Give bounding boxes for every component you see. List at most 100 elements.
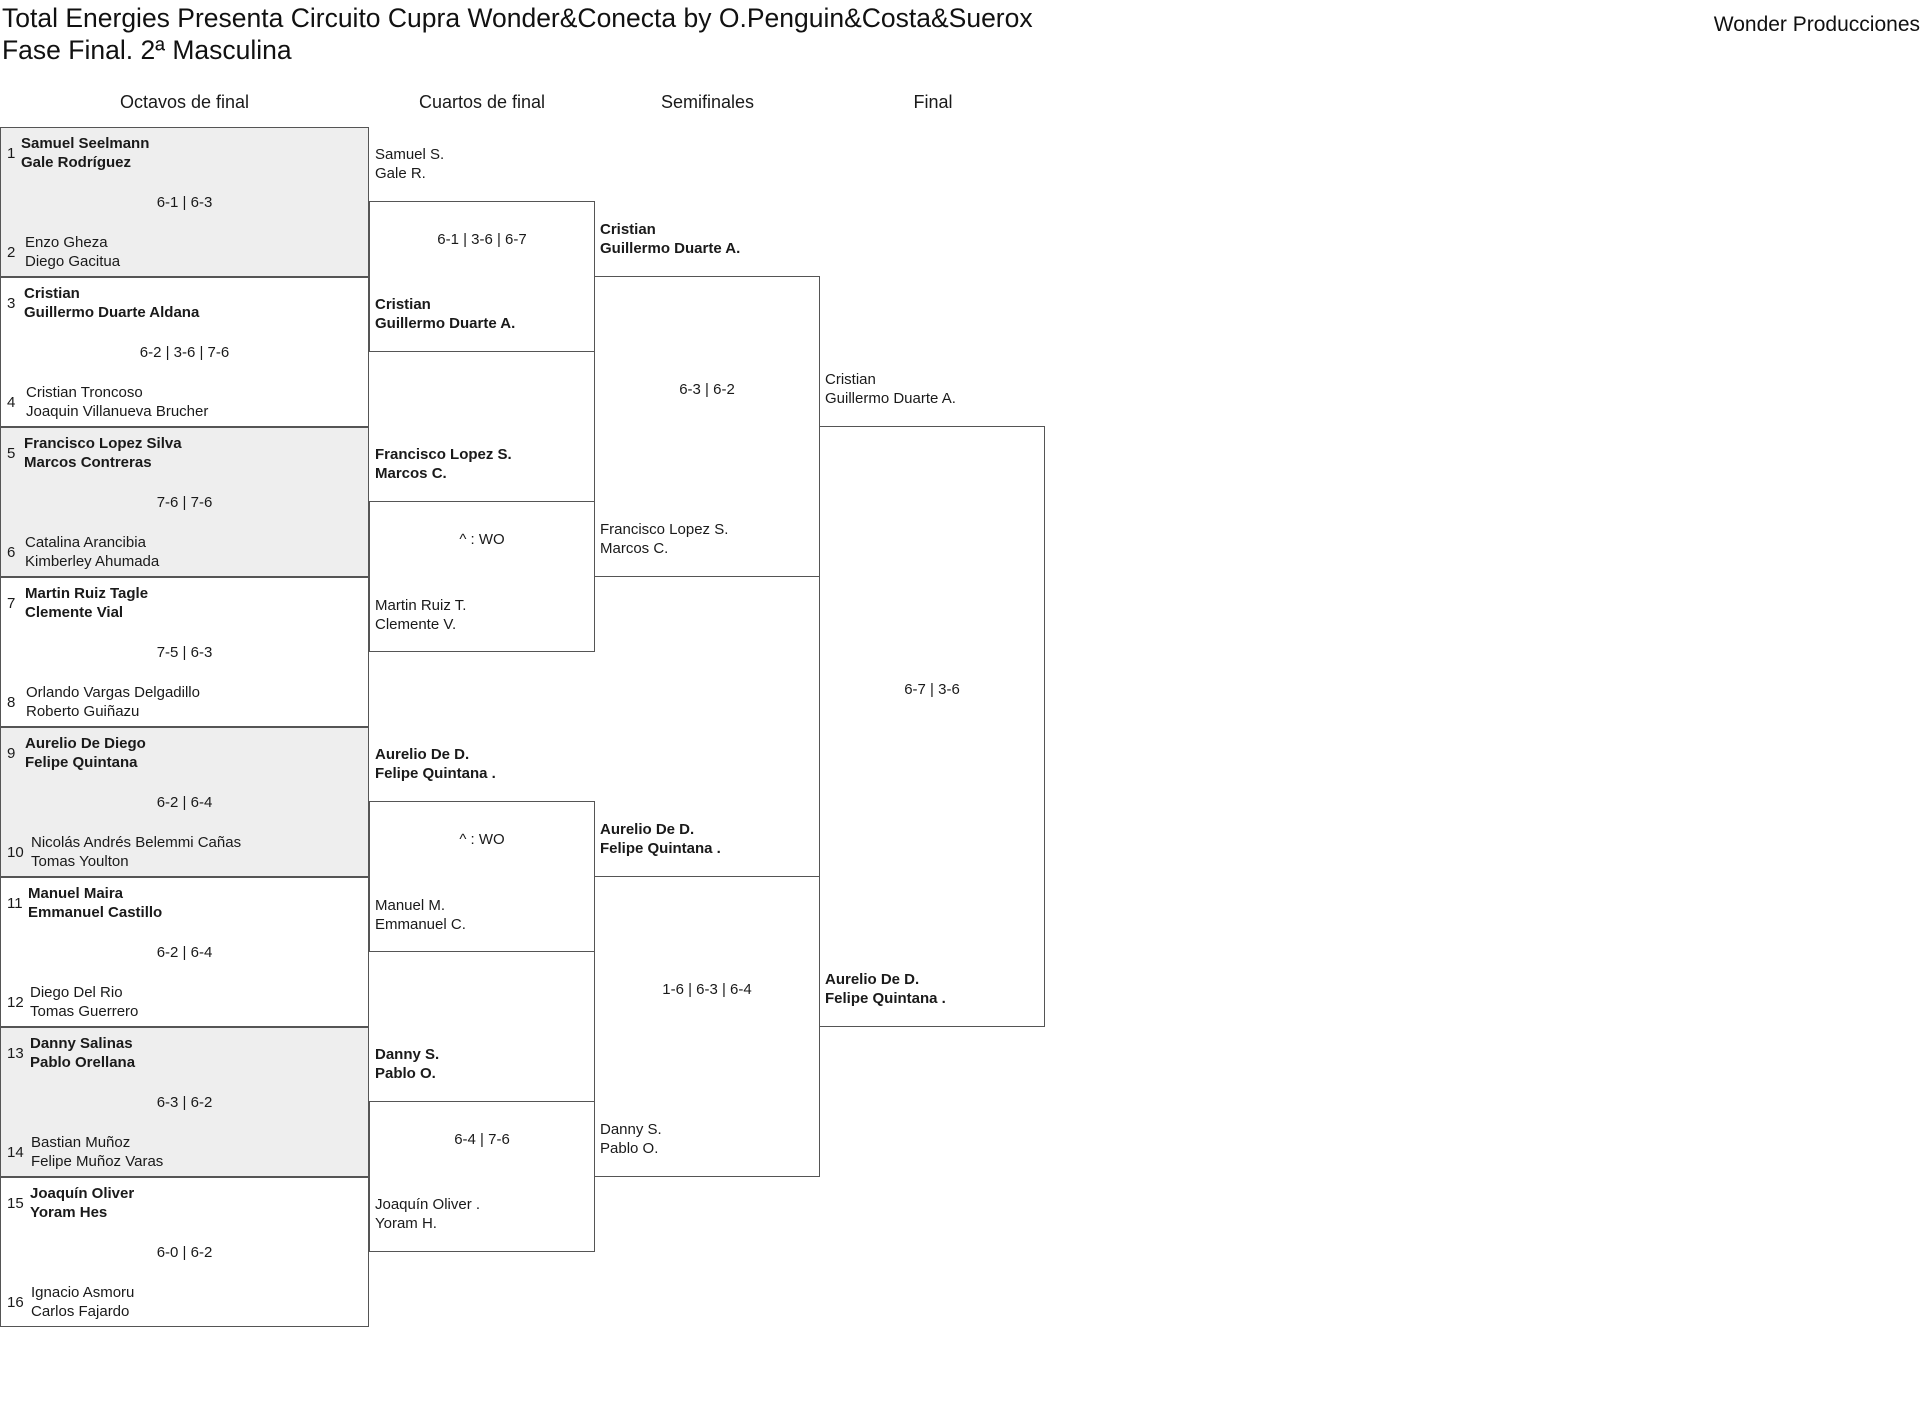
pair-loser: Catalina Arancibia Kimberley Ahumada [25,533,159,571]
r16-match: 5 Francisco Lopez Silva Marcos Contreras… [0,427,369,577]
player-name: Danny S. [600,1121,662,1138]
player-name: Marcos Contreras [24,454,152,471]
player-name: Catalina Arancibia [25,534,146,551]
qf-pair-winner: Danny S. Pablo O. [375,1045,439,1083]
player-name: Felipe Quintana . [600,840,721,857]
pair-loser: Cristian Troncoso Joaquin Villanueva Bru… [26,383,208,421]
final-match-box: 6-7 | 3-6 [819,426,1045,1027]
organizer-name: Wonder Producciones [1713,13,1920,36]
tournament-title: Total Energies Presenta Circuito Cupra W… [2,3,1033,33]
player-name: Pablo O. [600,1140,659,1157]
seed-number: 11 [7,895,23,912]
pair-winner: Francisco Lopez Silva Marcos Contreras [24,434,182,472]
player-name: Danny Salinas [30,1035,133,1052]
player-name: Orlando Vargas Delgadillo [26,684,200,701]
player-name: Marcos C. [375,465,447,482]
match-score: 7-6 | 7-6 [156,494,213,511]
player-name: Manuel Maira [28,885,124,902]
player-name: Ignacio Asmoru [31,1284,135,1301]
qf-pair-loser: Manuel M. Emmanuel C. [375,896,466,934]
player-name: Felipe Quintana [25,754,138,771]
player-name: Emmanuel C. [375,916,466,933]
match-score: 6-3 | 6-2 [156,1094,213,1111]
player-name: Marcos C. [600,540,669,557]
draw-subtitle: Fase Final. 2ª Masculina [2,35,292,65]
match-score: 6-3 | 6-2 [679,381,735,398]
seed-number: 1 [7,145,16,162]
player-name: Kimberley Ahumada [25,553,160,570]
seed-number: 16 [7,1294,24,1311]
match-score: 6-7 | 3-6 [904,681,960,698]
player-name: Yoram Hes [30,1204,108,1221]
player-name: Aurelio De D. [600,821,695,838]
match-score: 6-2 | 6-4 [156,794,213,811]
r16-match: 3 Cristian Guillermo Duarte Aldana 6-2 |… [0,277,369,427]
seed-number: 7 [7,595,16,612]
pair-winner: Danny Salinas Pablo Orellana [30,1034,135,1072]
round-heading-final: Final [913,92,953,112]
seed-number: 4 [7,394,16,411]
seed-number: 14 [7,1144,24,1161]
player-name: Clemente Vial [25,604,124,621]
player-name: Aurelio De D. [825,971,920,988]
seed-number: 15 [7,1195,24,1212]
player-name: Gale R. [375,165,426,182]
player-name: Gale Rodríguez [21,154,132,171]
pair-winner: Samuel Seelmann Gale Rodríguez [21,134,149,172]
player-name: Emmanuel Castillo [28,904,163,921]
sf-pair-loser: Francisco Lopez S. Marcos C. [600,520,728,558]
r16-match: 11 Manuel Maira Emmanuel Castillo 6-2 | … [0,877,369,1027]
player-name: Guillermo Duarte A. [375,315,516,332]
round-heading-octavos: Octavos de final [119,92,250,112]
player-name: Diego Gacitua [25,253,121,270]
r16-match: 1 Samuel Seelmann Gale Rodríguez 6-1 | 6… [0,127,369,277]
pair-winner: Cristian Guillermo Duarte Aldana [24,284,199,322]
match-score: 6-1 | 3-6 | 6-7 [437,231,527,248]
round-heading-cuartos: Cuartos de final [418,92,546,112]
player-name: Guillermo Duarte A. [600,240,741,257]
player-name: Cristian [24,285,80,302]
player-name: Cristian Troncoso [26,384,143,401]
qf-pair-winner: Aurelio De D. Felipe Quintana . [375,745,496,783]
pair-winner: Joaquín Oliver Yoram Hes [30,1184,134,1222]
player-name: Roberto Guiñazu [26,703,140,720]
player-name: Samuel Seelmann [21,135,150,152]
player-name: Felipe Muñoz Varas [31,1153,164,1170]
match-score: 6-0 | 6-2 [156,1244,213,1261]
pair-winner: Manuel Maira Emmanuel Castillo [28,884,162,922]
player-name: Aurelio De Diego [25,735,146,752]
qf-pair-winner: Cristian Guillermo Duarte A. [375,295,515,333]
player-name: Samuel S. [375,146,445,163]
player-name: Cristian [825,371,876,388]
match-score: 6-2 | 6-4 [156,944,213,961]
player-name: Diego Del Rio [30,984,123,1001]
match-score: 7-5 | 6-3 [156,644,213,661]
player-name: Felipe Quintana . [825,990,946,1007]
seed-number: 6 [7,544,16,561]
pair-winner: Aurelio De Diego Felipe Quintana [25,734,146,772]
player-name: Tomas Guerrero [30,1003,139,1020]
player-name: Bastian Muñoz [31,1134,131,1151]
player-name: Enzo Gheza [25,234,108,251]
seed-number: 13 [7,1045,24,1062]
qf-pair-winner: Francisco Lopez S. Marcos C. [375,445,512,483]
player-name: Pablo Orellana [30,1054,136,1071]
pair-loser: Enzo Gheza Diego Gacitua [25,233,120,271]
r16-match: 7 Martin Ruiz Tagle Clemente Vial 7-5 | … [0,577,369,727]
match-score: 6-1 | 6-3 [156,194,213,211]
sf-pair-winner: Cristian Guillermo Duarte A. [600,220,740,258]
pair-loser: Nicolás Andrés Belemmi Cañas Tomas Yoult… [31,833,241,871]
qf-pair-loser: Martin Ruiz T. Clemente V. [375,596,466,634]
match-score: 6-2 | 3-6 | 7-6 [139,344,230,361]
player-name: Danny S. [375,1046,440,1063]
player-name: Carlos Fajardo [31,1303,130,1320]
pair-loser: Orlando Vargas Delgadillo Roberto Guiñaz… [26,683,200,721]
player-name: Clemente V. [375,616,457,633]
player-name: Tomas Youlton [31,853,129,870]
seed-number: 8 [7,694,16,711]
player-name: Felipe Quintana . [375,765,496,782]
player-name: Joaquín Oliver . [375,1196,481,1213]
round-heading-semifinales: Semifinales [660,92,755,112]
match-score: ^ : WO [459,531,505,548]
player-name: Francisco Lopez S. [600,521,729,538]
